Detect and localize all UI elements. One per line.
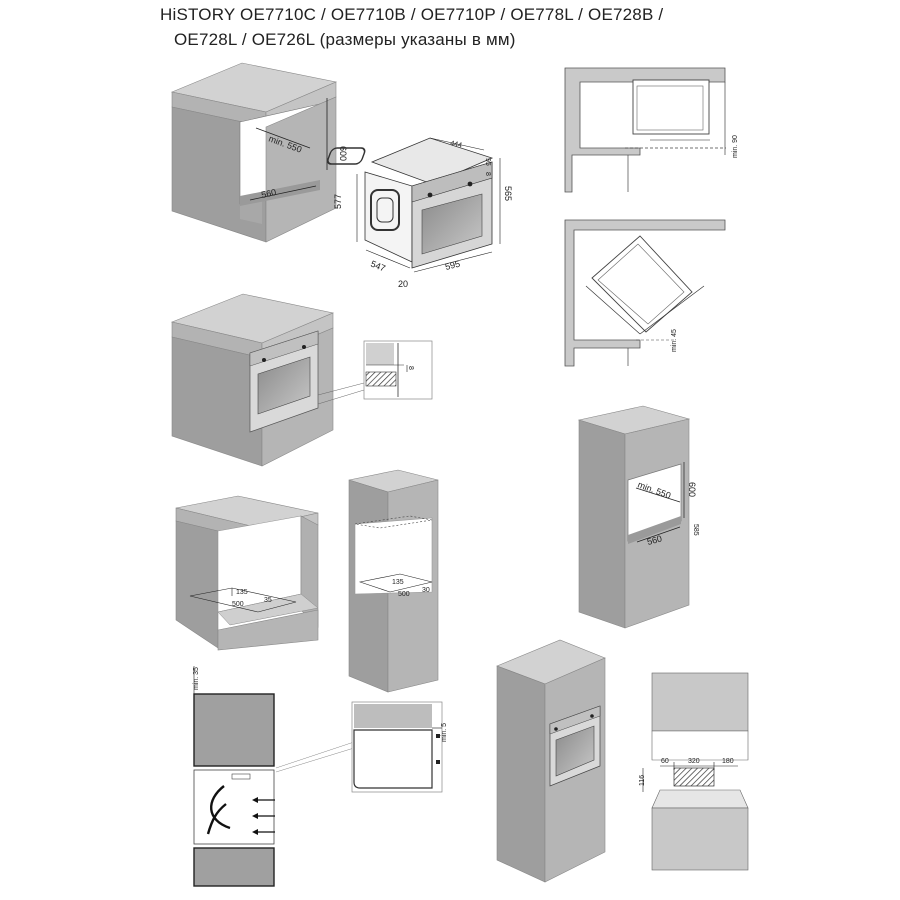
detail-top-gap: min. 5: [351, 701, 448, 793]
cabinet-open-ventilation: 135 500 35: [175, 495, 319, 651]
dim-column-height: 600: [687, 482, 697, 497]
corner-plan-angled: min. 45: [564, 219, 726, 367]
oven-dimensions-view: 444 95 8 565 577 547 595 20: [327, 137, 513, 289]
dim-corner-min90: min. 90: [732, 135, 739, 158]
plinth-ventilation-cutout: 60 320 180 116: [639, 672, 749, 871]
dim-plinth-116: 116: [639, 775, 646, 786]
tall-cabinet-with-oven: [496, 639, 606, 883]
title-line-2: OE728L / OE726L (размеры указаны в мм): [174, 30, 516, 49]
dim-cabinet-height: 600: [338, 146, 348, 161]
dim-tall-500: 500: [398, 591, 410, 598]
dim-cabinet-width: 560: [260, 187, 277, 200]
detail-callout-gap: 8: [317, 340, 433, 405]
corner-plan-straight: min. 90: [564, 67, 739, 193]
tall-cabinet-empty: min. 550 600 560 585: [577, 405, 699, 629]
dim-tall-30: 30: [422, 587, 430, 594]
dim-oven-20: 20: [398, 279, 408, 289]
title: HiSTORY OE7710C / OE7710B / OE7710P / OE…: [160, 2, 663, 52]
title-line-1: HiSTORY OE7710C / OE7710B / OE7710P / OE…: [160, 5, 664, 24]
dim-detail-8: 8: [407, 366, 414, 370]
dim-column-585: 585: [692, 524, 699, 536]
dim-tall-135: 135: [392, 579, 404, 586]
dim-oven-8: 8: [484, 172, 491, 176]
dim-oven-95: 95: [484, 158, 491, 166]
dim-oven-height: 565: [503, 186, 513, 201]
dim-vent-min5: min. 5: [441, 723, 448, 742]
dim-plinth-60: 60: [661, 758, 669, 765]
dim-vent-min35: min. 35: [193, 667, 200, 690]
dim-column-width: 560: [646, 533, 663, 547]
cabinet-undercounter-empty: min. 550 600 560: [170, 62, 348, 243]
side-section-airflow: min. 35: [193, 666, 355, 887]
dim-oven-577: 577: [333, 194, 343, 209]
cabinet-undercounter-with-oven: [170, 293, 334, 467]
dim-corner-min45: min. 45: [671, 329, 678, 352]
tall-column-open: 135 500 30: [348, 469, 439, 693]
dim-plinth-180: 180: [722, 758, 734, 765]
dim-oven-depth: 547: [369, 259, 387, 274]
dim-oven-width: 595: [444, 259, 461, 272]
dim-open-135: 135: [236, 589, 248, 596]
dim-open-500: 500: [232, 601, 244, 608]
dim-open-35: 35: [264, 597, 272, 604]
dim-oven-top-depth: 444: [450, 140, 463, 149]
dim-plinth-320: 320: [688, 758, 700, 765]
